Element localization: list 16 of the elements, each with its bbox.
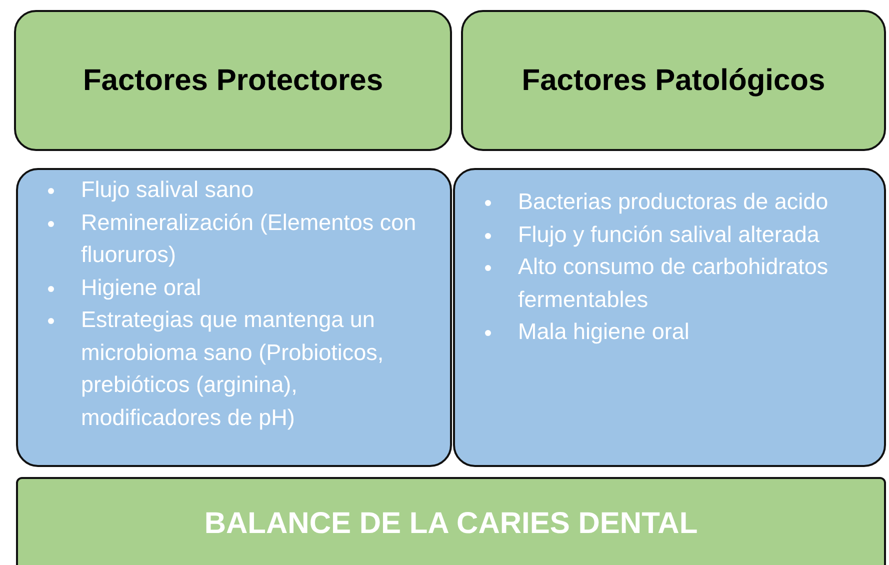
header-box: [14, 10, 452, 151]
list-box: [453, 168, 886, 467]
bullet-item: Estrategias que mantenga un microbioma sano (Probioticos, prebióticos (arginina), modificadores de pH): [81, 306, 385, 432]
bullet-item: Flujo y función salival alterada: [518, 220, 820, 249]
header-box: [461, 10, 886, 151]
bullet-item: Flujo salival sano: [81, 176, 254, 204]
bullet-item: Remineralización (Elementos con fluoruros): [81, 208, 418, 269]
column-heading: Factores Protectores: [82, 64, 384, 98]
column-heading: Factores Patológicos: [522, 64, 826, 98]
bullet-item: Bacterias productoras de acido: [518, 188, 828, 216]
bullet-item: Mala higiene oral: [518, 318, 690, 346]
list-box: [16, 168, 452, 467]
banner-box: [16, 477, 886, 565]
banner-title: BALANCE DE LA CARIES DENTAL: [204, 507, 698, 541]
bullet-item: Higiene oral: [81, 274, 202, 302]
bullet-item: Alto consumo de carbohidratos fermentables: [518, 253, 830, 314]
